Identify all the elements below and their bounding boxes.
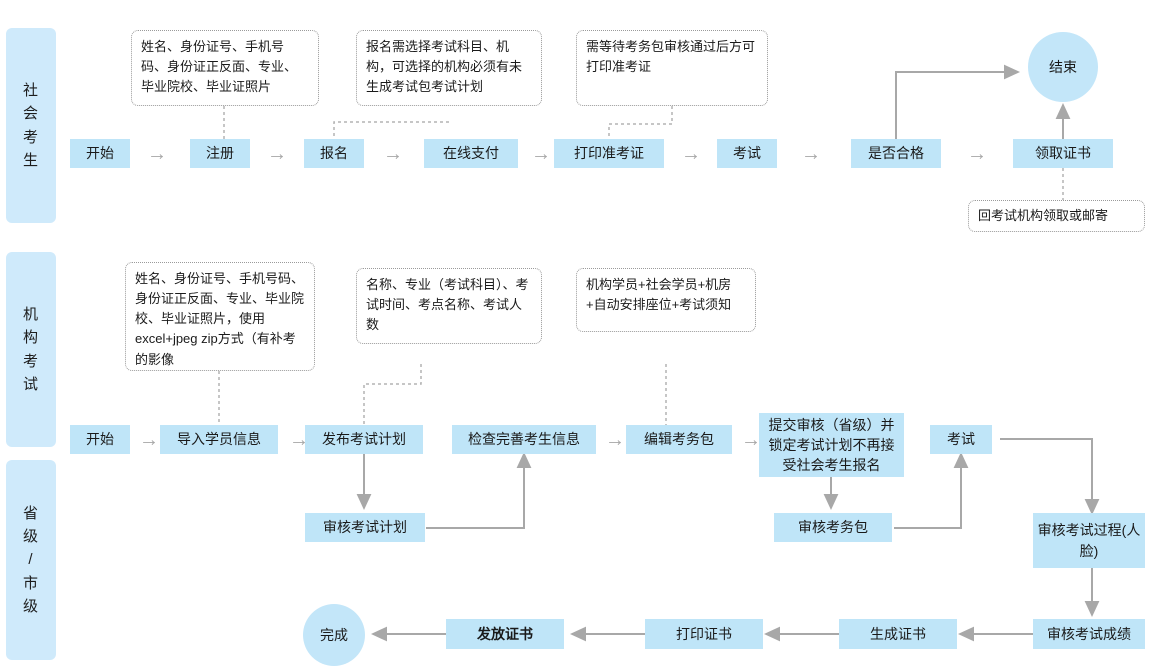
note-ticket-rule: 需等待考务包审核通过后方可打印准考证 xyxy=(576,30,768,106)
arrow-exam-to-qualified: → xyxy=(796,142,826,166)
node-review-exam-package[interactable]: 审核考务包 xyxy=(774,513,892,542)
node-collect-certificate-label: 领取证书 xyxy=(1035,145,1091,162)
node-import-student-info-label: 导入学员信息 xyxy=(177,431,261,448)
arrow-right-icon: → xyxy=(531,143,551,165)
node-check-candidate-info[interactable]: 检查完善考生信息 xyxy=(452,425,596,454)
node-inst-start-label: 开始 xyxy=(86,431,114,448)
arrow-start-to-register: → xyxy=(142,142,172,166)
node-submit-review-lock[interactable]: 提交审核（省级）并锁定考试计划不再接受社会考生报名 xyxy=(759,413,904,477)
node-check-candidate-info-label: 检查完善考生信息 xyxy=(468,431,580,448)
arrow-inststart-to-import: → xyxy=(134,428,164,452)
lane-social-candidate-label: 社 会 考 生 xyxy=(22,82,39,169)
node-review-exam-score-label: 审核考试成绩 xyxy=(1047,625,1131,642)
node-exam[interactable]: 考试 xyxy=(717,139,777,168)
arrow-right-icon: → xyxy=(139,429,159,451)
node-generate-certificate-label: 生成证书 xyxy=(870,625,926,642)
lane-province-city: 省 级 / 市 级 xyxy=(6,460,56,660)
node-start-label: 开始 xyxy=(86,145,114,162)
terminator-end[interactable]: 结束 xyxy=(1028,32,1098,102)
note-plan-fields-text: 名称、专业（考试科目）、考试时间、考点名称、考试人数 xyxy=(366,277,529,333)
note-ticket-rule-text: 需等待考务包审核通过后方可打印准考证 xyxy=(586,39,756,75)
lane-institution-exam: 机 构 考 试 xyxy=(6,252,56,447)
note-package-fields-text: 机构学员+社会学员+机房+自动安排座位+考试须知 xyxy=(586,277,732,313)
arrow-right-icon: → xyxy=(147,143,167,165)
arrow-pay-to-ticket: → xyxy=(526,142,556,166)
lane-institution-exam-label: 机 构 考 试 xyxy=(22,306,39,393)
note-certificate-pickup: 回考试机构领取或邮寄 xyxy=(968,200,1145,232)
terminator-finish-label: 完成 xyxy=(320,627,348,643)
arrow-right-icon: → xyxy=(681,143,701,165)
node-publish-exam-plan[interactable]: 发布考试计划 xyxy=(305,425,423,454)
arrow-right-icon: → xyxy=(383,143,403,165)
note-certificate-pickup-text: 回考试机构领取或邮寄 xyxy=(978,207,1109,223)
note-plan-fields: 名称、专业（考试科目）、考试时间、考点名称、考试人数 xyxy=(356,268,542,344)
arrow-register-to-signup: → xyxy=(262,142,292,166)
node-import-student-info[interactable]: 导入学员信息 xyxy=(160,425,278,454)
arrow-check-to-editpkg: → xyxy=(600,428,630,452)
node-print-admission-ticket-label: 打印准考证 xyxy=(574,145,644,162)
terminator-end-label: 结束 xyxy=(1049,59,1077,75)
node-review-exam-plan-label: 审核考试计划 xyxy=(323,519,407,536)
node-inst-exam-label: 考试 xyxy=(947,431,975,448)
arrow-editpkg-to-submit: → xyxy=(736,428,766,452)
arrow-right-icon: → xyxy=(801,143,821,165)
terminator-finish[interactable]: 完成 xyxy=(303,604,365,666)
node-online-pay[interactable]: 在线支付 xyxy=(424,139,518,168)
node-review-exam-package-label: 审核考务包 xyxy=(798,519,868,536)
node-publish-exam-plan-label: 发布考试计划 xyxy=(322,431,406,448)
note-package-fields: 机构学员+社会学员+机房+自动安排座位+考试须知 xyxy=(576,268,756,332)
arrow-ticket-to-exam: → xyxy=(676,142,706,166)
node-submit-review-lock-label: 提交审核（省级）并锁定考试计划不再接受社会考生报名 xyxy=(768,416,895,474)
node-inst-exam[interactable]: 考试 xyxy=(930,425,992,454)
note-register-fields: 姓名、身份证号、手机号码、身份证正反面、专业、毕业院校、毕业证照片 xyxy=(131,30,319,106)
arrow-right-icon: → xyxy=(967,143,987,165)
note-signup-rule: 报名需选择考试科目、机构，可选择的机构必须有未生成考试包考试计划 xyxy=(356,30,542,106)
node-generate-certificate[interactable]: 生成证书 xyxy=(839,619,957,649)
node-is-qualified-label: 是否合格 xyxy=(868,145,924,162)
note-register-fields-text: 姓名、身份证号、手机号码、身份证正反面、专业、毕业院校、毕业证照片 xyxy=(141,39,298,95)
node-review-exam-score[interactable]: 审核考试成绩 xyxy=(1033,619,1145,649)
node-review-exam-plan[interactable]: 审核考试计划 xyxy=(305,513,425,542)
node-exam-label: 考试 xyxy=(733,145,761,162)
node-register-label: 注册 xyxy=(206,145,234,162)
lane-social-candidate: 社 会 考 生 xyxy=(6,28,56,223)
node-review-exam-process[interactable]: 审核考试过程(人脸) xyxy=(1033,513,1145,568)
note-signup-rule-text: 报名需选择考试科目、机构，可选择的机构必须有未生成考试包考试计划 xyxy=(366,39,523,95)
arrow-import-to-publish: → xyxy=(284,428,314,452)
node-collect-certificate[interactable]: 领取证书 xyxy=(1013,139,1113,168)
arrow-right-icon: → xyxy=(741,429,761,451)
node-edit-exam-package[interactable]: 编辑考务包 xyxy=(626,425,732,454)
note-import-fields-text: 姓名、身份证号、手机号码、身份证正反面、专业、毕业院校、毕业证照片，使用exce… xyxy=(135,271,305,367)
node-print-certificate[interactable]: 打印证书 xyxy=(645,619,763,649)
node-register[interactable]: 注册 xyxy=(190,139,250,168)
node-issue-certificate-label: 发放证书 xyxy=(477,625,533,642)
node-signup[interactable]: 报名 xyxy=(304,139,364,168)
arrow-signup-to-pay: → xyxy=(378,142,408,166)
lane-province-city-label: 省 级 / 市 级 xyxy=(22,504,39,615)
node-inst-start[interactable]: 开始 xyxy=(70,425,130,454)
node-issue-certificate[interactable]: 发放证书 xyxy=(446,619,564,649)
arrow-right-icon: → xyxy=(267,143,287,165)
node-edit-exam-package-label: 编辑考务包 xyxy=(644,431,714,448)
arrow-right-icon: → xyxy=(605,429,625,451)
node-review-exam-process-label: 审核考试过程(人脸) xyxy=(1037,522,1141,559)
note-import-fields: 姓名、身份证号、手机号码、身份证正反面、专业、毕业院校、毕业证照片，使用exce… xyxy=(125,262,315,371)
arrow-right-icon: → xyxy=(289,429,309,451)
node-online-pay-label: 在线支付 xyxy=(443,145,499,162)
arrow-qualified-to-collect: → xyxy=(962,142,992,166)
node-print-certificate-label: 打印证书 xyxy=(676,625,732,642)
node-signup-label: 报名 xyxy=(320,145,348,162)
node-start[interactable]: 开始 xyxy=(70,139,130,168)
node-print-admission-ticket[interactable]: 打印准考证 xyxy=(554,139,664,168)
node-is-qualified[interactable]: 是否合格 xyxy=(851,139,941,168)
